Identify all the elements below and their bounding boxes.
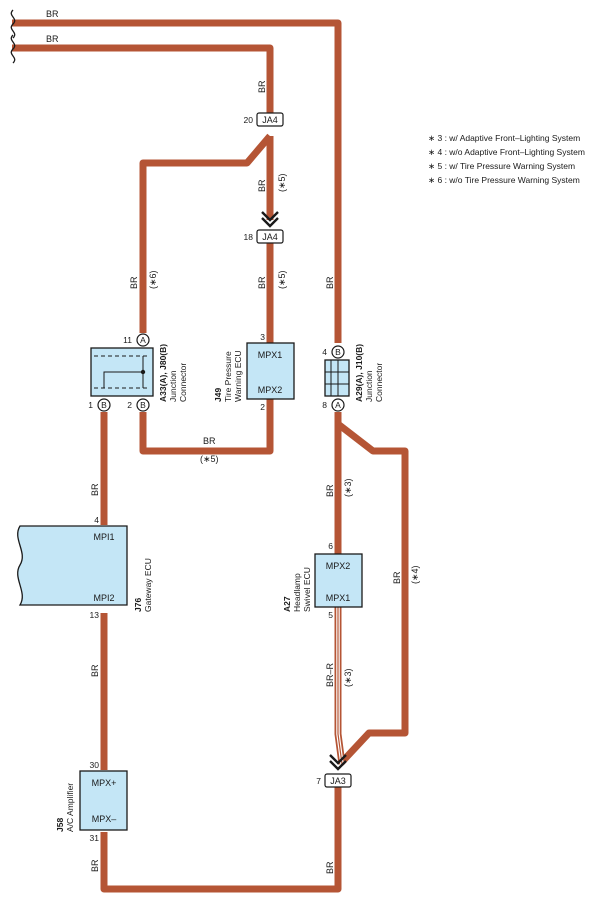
a29-pin-bot-tag: A [335, 400, 341, 410]
wire-top-2 [12, 44, 274, 113]
legend: ∗ 3 : w/ Adaptive Front–Lighting System … [428, 133, 585, 185]
wire-j49-to-a33 [139, 399, 274, 455]
wire-label-top2: BR [46, 34, 59, 44]
wire-label-left-vertical-note: (∗6) [148, 270, 158, 289]
a27-pin2: 5 [328, 610, 333, 620]
j49-term2: MPX2 [258, 385, 283, 395]
j49-name-line2: Warning ECU [233, 350, 243, 402]
wire-label-j58-bottom: BR [90, 859, 100, 872]
j76-name-line1: Gateway ECU [143, 558, 153, 612]
wire-label-j49-bottom-note: (∗5) [200, 454, 219, 464]
a33-pin-tl-number: 11 [123, 335, 132, 345]
junction-connector-a33: A 11 B 1 B 2 A33(A), J80(B) Junction Con… [88, 333, 188, 412]
j58-term2: MPX– [92, 814, 117, 824]
j76-term1: MPI1 [93, 532, 114, 542]
a27-name-line1: Headlamp [292, 573, 302, 612]
a27-pin1: 6 [328, 541, 333, 551]
a33-id: A33(A), J80(B) [158, 344, 168, 402]
a29-name-line1: Junction [364, 370, 374, 402]
wire-label-a29-to-a27: BR [325, 484, 335, 497]
wire-label-a29-to-a27-note: (∗3) [343, 478, 353, 497]
a27-term2: MPX1 [326, 593, 351, 603]
chevron-down-icon [329, 754, 347, 771]
j49-pin1: 3 [260, 332, 265, 342]
a27-term1: MPX2 [326, 561, 351, 571]
a29-name-line2: Connector [374, 363, 384, 402]
headlamp-swivel-ecu: MPX2 MPX1 6 5 A27 Headlamp Swivel ECU [282, 541, 363, 620]
j76-term2: MPI2 [93, 593, 114, 603]
a33-pin-br-tag: B [140, 400, 146, 410]
wire-label-right-vertical: BR [325, 276, 335, 289]
wire-label-ja4-low-note: (∗5) [277, 270, 287, 289]
connector-ja4-upper: JA4 20 [244, 112, 284, 127]
j49-id: J49 [213, 388, 223, 402]
j58-pin2: 31 [90, 833, 100, 843]
wire-bypass [335, 421, 409, 766]
a33-pin-br-number: 2 [127, 400, 132, 410]
wire-top-1 [12, 19, 342, 343]
wires [12, 19, 409, 893]
a27-name-line2: Swivel ECU [302, 567, 312, 612]
wire-label-a27-to-ja3-note: (∗3) [343, 668, 353, 687]
connector-ja4-upper-pin: 20 [244, 115, 254, 125]
wire-label-a27-to-ja3: BR–R [325, 662, 335, 687]
tire-pressure-warning-ecu: MPX1 MPX2 3 2 J49 Tire Pressure Warning … [213, 332, 295, 412]
wire-label-bypass-note: (∗4) [410, 565, 420, 584]
a33-pin-tl-tag: A [140, 335, 146, 345]
wire-label-bypass: BR [392, 571, 402, 584]
a29-pin-top-tag: B [335, 347, 341, 357]
legend-item-4: ∗ 4 : w/o Adaptive Front–Lighting System [428, 147, 585, 157]
wire-label-a33-to-j76: BR [90, 483, 100, 496]
wire-break-marks [10, 9, 16, 64]
wire-labels: BR BR BR BR (∗5) BR (∗5) BR (∗6) BR BR (… [46, 9, 420, 874]
j76-pin2: 13 [90, 610, 100, 620]
j76-pin1: 4 [94, 515, 99, 525]
j76-id: J76 [133, 598, 143, 612]
legend-item-5: ∗ 5 : w/ Tire Pressure Warning System [428, 161, 575, 171]
legend-item-6: ∗ 6 : w/o Tire Pressure Warning System [428, 175, 580, 185]
j49-pin2: 2 [260, 402, 265, 412]
j58-pin1: 30 [90, 760, 100, 770]
a29-pin-top-number: 4 [322, 347, 327, 357]
a29-id: A29(A), J10(B) [354, 344, 364, 402]
gateway-ecu: MPI1 MPI2 4 13 J76 Gateway ECU [17, 515, 153, 620]
a27-id: A27 [282, 596, 292, 612]
a33-pin-bl-number: 1 [88, 400, 93, 410]
j58-name-line1: A/C Amplifier [65, 783, 75, 832]
wire-j58-bottom-loop [100, 787, 342, 893]
ac-amplifier: MPX+ MPX– 30 31 J58 A/C Amplifier [55, 760, 128, 843]
a29-pin-bot-number: 8 [322, 400, 327, 410]
wire-label-bottom-right: BR [325, 861, 335, 874]
legend-item-3: ∗ 3 : w/ Adaptive Front–Lighting System [428, 133, 580, 143]
wire-label-left-vertical: BR [129, 276, 139, 289]
wire-ja4-left-branch [139, 133, 273, 333]
junction-connector-a29: B 4 A 8 A29(A), J10(B) Junction Connecto… [322, 344, 384, 412]
wire-label-j49-bottom: BR [203, 436, 216, 446]
wire-label-ja4-low: BR [257, 276, 267, 289]
connector-ja3: JA3 7 [316, 754, 352, 788]
a33-name-line1: Junction [168, 370, 178, 402]
connector-ja3-label: JA3 [330, 776, 346, 786]
connector-ja3-pin: 7 [316, 776, 321, 786]
chevron-down-icon [261, 211, 279, 228]
connector-ja4-lower-label: JA4 [262, 232, 278, 242]
wire-label-ja4-mid: BR [257, 179, 267, 192]
j49-term1: MPX1 [258, 350, 283, 360]
a33-name-line2: Connector [178, 363, 188, 402]
a33-pin-bl-tag: B [101, 400, 107, 410]
wire-label-ja4-top: BR [257, 80, 267, 93]
j58-term1: MPX+ [92, 778, 117, 788]
wire-label-ja4-mid-note: (∗5) [277, 173, 287, 192]
wire-br-r [334, 607, 346, 765]
connector-ja4-upper-label: JA4 [262, 115, 278, 125]
wire-label-j76-to-j58: BR [90, 664, 100, 677]
connector-ja4-lower-pin: 18 [244, 232, 254, 242]
j49-name-line1: Tire Pressure [223, 351, 233, 402]
connector-ja4-lower: JA4 18 [244, 211, 284, 244]
j58-id: J58 [55, 818, 65, 832]
wire-label-top1: BR [46, 9, 59, 19]
